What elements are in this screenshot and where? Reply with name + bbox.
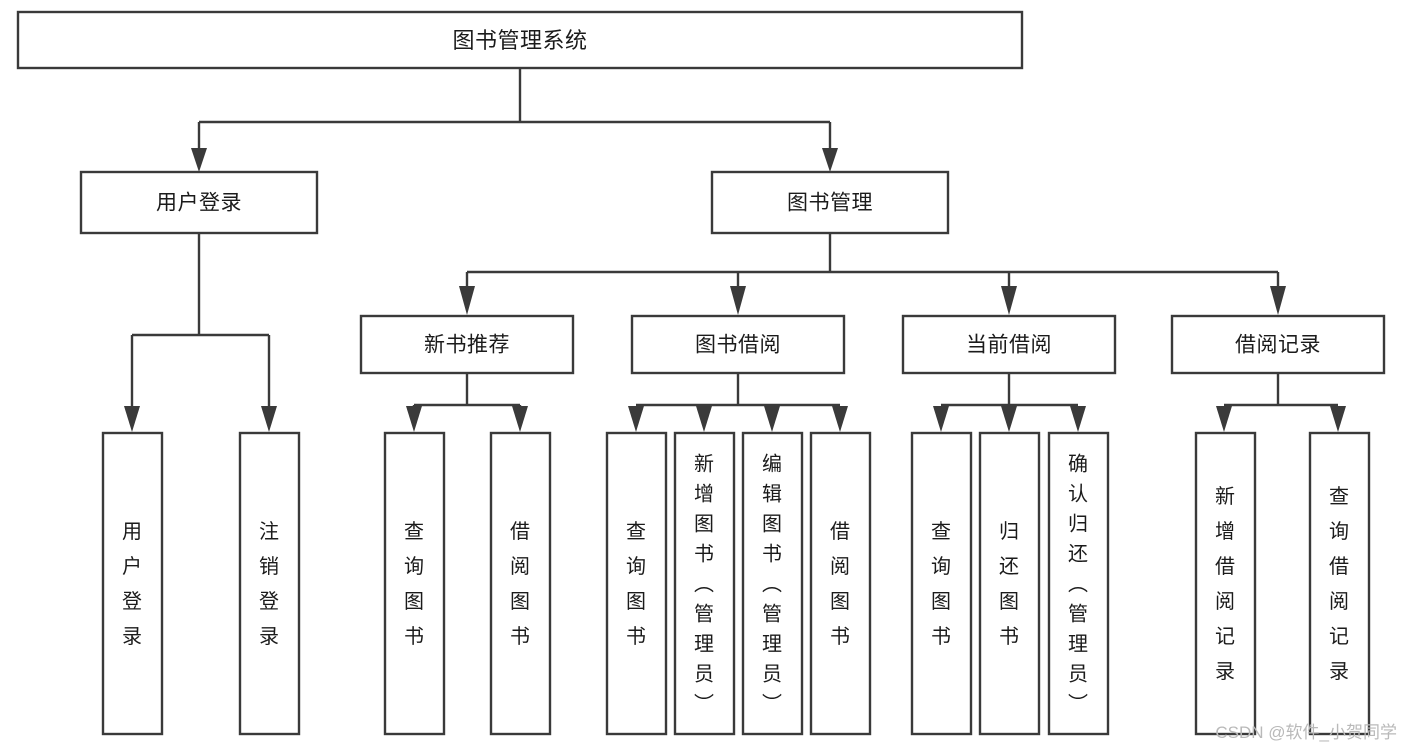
leaf-borrow-book-2-box[interactable]	[809, 431, 872, 736]
leaf-query-book-1-label: 查询图书	[404, 520, 425, 648]
leaf-add-book-label: 新增图书︵管理员︶	[694, 453, 715, 716]
arrow-head-leaf-query-book-3	[933, 406, 949, 432]
arrow-head-leaf-user-logout	[261, 406, 277, 432]
arrow-head-leaf-add-book	[696, 406, 712, 432]
arrow-head-leaf-user-login	[124, 406, 140, 432]
leaf-edit-book-label: 编辑图书︵管理员︶	[762, 453, 783, 716]
arrow-head-book-borrow	[730, 286, 746, 315]
node-book-manage[interactable]: 图书管理	[710, 170, 950, 235]
node-root-box[interactable]	[16, 10, 1024, 70]
leaf-layer	[101, 431, 1371, 736]
arrow-head-leaf-edit-book	[764, 406, 780, 432]
connector-layer	[124, 68, 1346, 432]
node-book-borrow-label: 图书借阅	[695, 334, 781, 357]
arrow-head-current-borrow	[1001, 286, 1017, 315]
node-book-borrow-box[interactable]	[630, 314, 846, 375]
leaf-user-login-box[interactable]	[101, 431, 164, 736]
node-book-borrow[interactable]: 图书借阅	[630, 314, 846, 375]
node-current-borrow-box[interactable]	[901, 314, 1117, 375]
leaf-borrow-book-1-label: 借阅图书	[510, 520, 531, 648]
leaf-borrow-book-1-box[interactable]	[489, 431, 552, 736]
node-user-login-label: 用户登录	[156, 192, 242, 215]
leaf-query-book-2-box[interactable]	[605, 431, 668, 736]
leaf-query-book-1-box[interactable]	[383, 431, 446, 736]
node-user-login-box[interactable]	[79, 170, 319, 235]
arrow-head-leaf-query-book-1	[406, 406, 422, 432]
node-new-book-recommend[interactable]: 新书推荐	[359, 314, 575, 375]
leaf-query-record-box[interactable]	[1308, 431, 1371, 736]
leaf-query-book-2-label: 查询图书	[626, 520, 647, 648]
csdn-watermark: CSDN @软件_小贺同学	[1215, 723, 1397, 742]
node-root[interactable]: 图书管理系统	[16, 10, 1024, 70]
leaf-query-book-3-box[interactable]	[910, 431, 973, 736]
node-new-book-recommend-box[interactable]	[359, 314, 575, 375]
leaf-return-book-box[interactable]	[978, 431, 1041, 736]
arrow-head-leaf-query-record	[1330, 406, 1346, 432]
leaf-user-login-label: 用户登录	[122, 521, 143, 648]
leaf-query-book-3-label: 查询图书	[931, 520, 952, 648]
arrow-head-leaf-borrow-book-1	[512, 406, 528, 432]
arrow-head-leaf-query-book-2	[628, 406, 644, 432]
arrow-head-new-book-recommend	[459, 286, 475, 315]
leaf-add-book-box[interactable]	[673, 431, 736, 736]
arrow-head-book-manage	[822, 148, 838, 172]
node-borrow-record-label: 借阅记录	[1235, 334, 1321, 357]
leaf-edit-book-box[interactable]	[741, 431, 804, 736]
arrow-head-user-login	[191, 148, 207, 172]
node-current-borrow[interactable]: 当前借阅	[901, 314, 1117, 375]
arrow-head-leaf-return-book	[1001, 406, 1017, 432]
leaf-borrow-book-2-label: 借阅图书	[830, 520, 851, 648]
leaf-add-record-label: 新增借阅记录	[1215, 485, 1236, 683]
leaf-return-book-label: 归还图书	[999, 520, 1020, 648]
leaf-query-record-label: 查询借阅记录	[1329, 485, 1350, 683]
node-book-manage-label: 图书管理	[787, 192, 873, 215]
leaf-confirm-return-box[interactable]	[1047, 431, 1110, 736]
node-new-book-recommend-label: 新书推荐	[424, 334, 510, 357]
leaf-add-record-box[interactable]	[1194, 431, 1257, 736]
node-user-login[interactable]: 用户登录	[79, 170, 319, 235]
arrow-head-borrow-record	[1270, 286, 1286, 315]
node-book-manage-box[interactable]	[710, 170, 950, 235]
leaf-user-logout-box[interactable]	[238, 431, 301, 736]
arrow-head-leaf-add-record	[1216, 406, 1232, 432]
node-borrow-record-box[interactable]	[1170, 314, 1386, 375]
arrow-head-leaf-borrow-book-2	[832, 406, 848, 432]
leaf-confirm-return-label: 确认归还︵管理员︶	[1068, 453, 1089, 716]
leaf-text-layer: 用户登录 注销登录 查询图书 借阅图书 查询图书 新增图书︵管理员︶ 编辑图书︵管理员︶ 借阅…	[122, 453, 1350, 716]
node-current-borrow-label: 当前借阅	[966, 334, 1052, 357]
arrow-head-leaf-confirm-return	[1070, 406, 1086, 432]
leaf-user-logout-label: 注销登录	[259, 520, 280, 648]
node-root-label: 图书管理系统	[452, 28, 587, 53]
node-borrow-record[interactable]: 借阅记录	[1170, 314, 1386, 375]
